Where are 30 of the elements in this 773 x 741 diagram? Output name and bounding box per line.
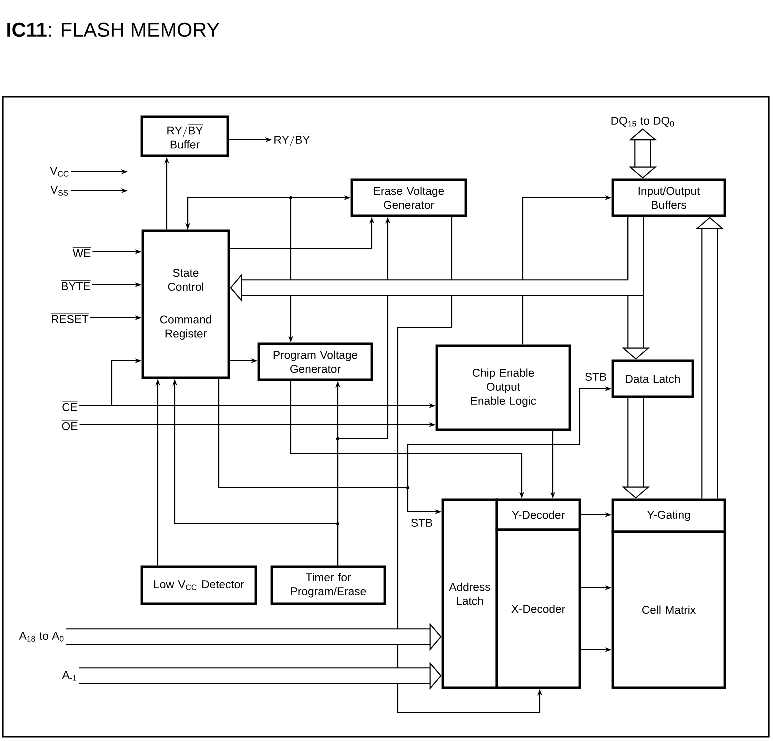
block-box: Chip Enable Output Enable Logic: [436, 344, 572, 432]
pin-label: $\mathrm{RY}/\overline{\mathrm{BY}}$: [274, 134, 310, 147]
block-box: Timer for Program/Erase: [270, 566, 386, 606]
block-box: Low V$_{CC}$ Detector: [140, 566, 258, 606]
pin-label: V$_{SS}$: [50, 186, 68, 196]
pin-label: $\overline{\mathrm{RESET}}$: [51, 313, 89, 324]
block-box: Erase Voltage Generator: [350, 178, 468, 218]
pin-label: A$_{18}$ to A$_{0}$: [19, 632, 64, 642]
edge-label: STB: [584, 372, 608, 382]
block-box: X-Decoder: [496, 528, 582, 690]
block-box: Program Voltage Generator: [258, 342, 374, 382]
pin-label: $\overline{\mathrm{CE}}$: [62, 401, 78, 412]
block-box: Cell Matrix: [612, 530, 726, 690]
pin-label: DQ$_{15}$ to DQ$_{0}$: [612, 116, 674, 128]
pin-label: $\overline{\mathrm{BYTE}}$: [61, 280, 91, 290]
block-box: Y-Decoder: [496, 498, 582, 532]
block-box: State Control Command Register: [142, 230, 230, 380]
block-box: Input/Output Buffers: [612, 178, 726, 218]
block-box: Address Latch: [442, 498, 498, 690]
block-box: Y-Gating: [612, 498, 726, 534]
pin-label: $\overline{\mathrm{WE}}$: [72, 248, 92, 258]
block-box: $\mathrm{RY}/\overline{\mathrm{BY}}$ Buffer: [140, 116, 230, 158]
pin-label: V$_{CC}$: [50, 167, 69, 177]
edge-label: STB: [410, 518, 434, 528]
bus-arrow: [628, 128, 658, 179]
pin-label: $\overline{\mathrm{OE}}$: [62, 420, 78, 430]
pin-label: A$_{-1}$: [62, 671, 77, 681]
block-box: Data Latch: [612, 360, 694, 398]
bus-arrow: [230, 217, 644, 302]
title: IC11: FLASH MEMORY: [8, 22, 220, 38]
